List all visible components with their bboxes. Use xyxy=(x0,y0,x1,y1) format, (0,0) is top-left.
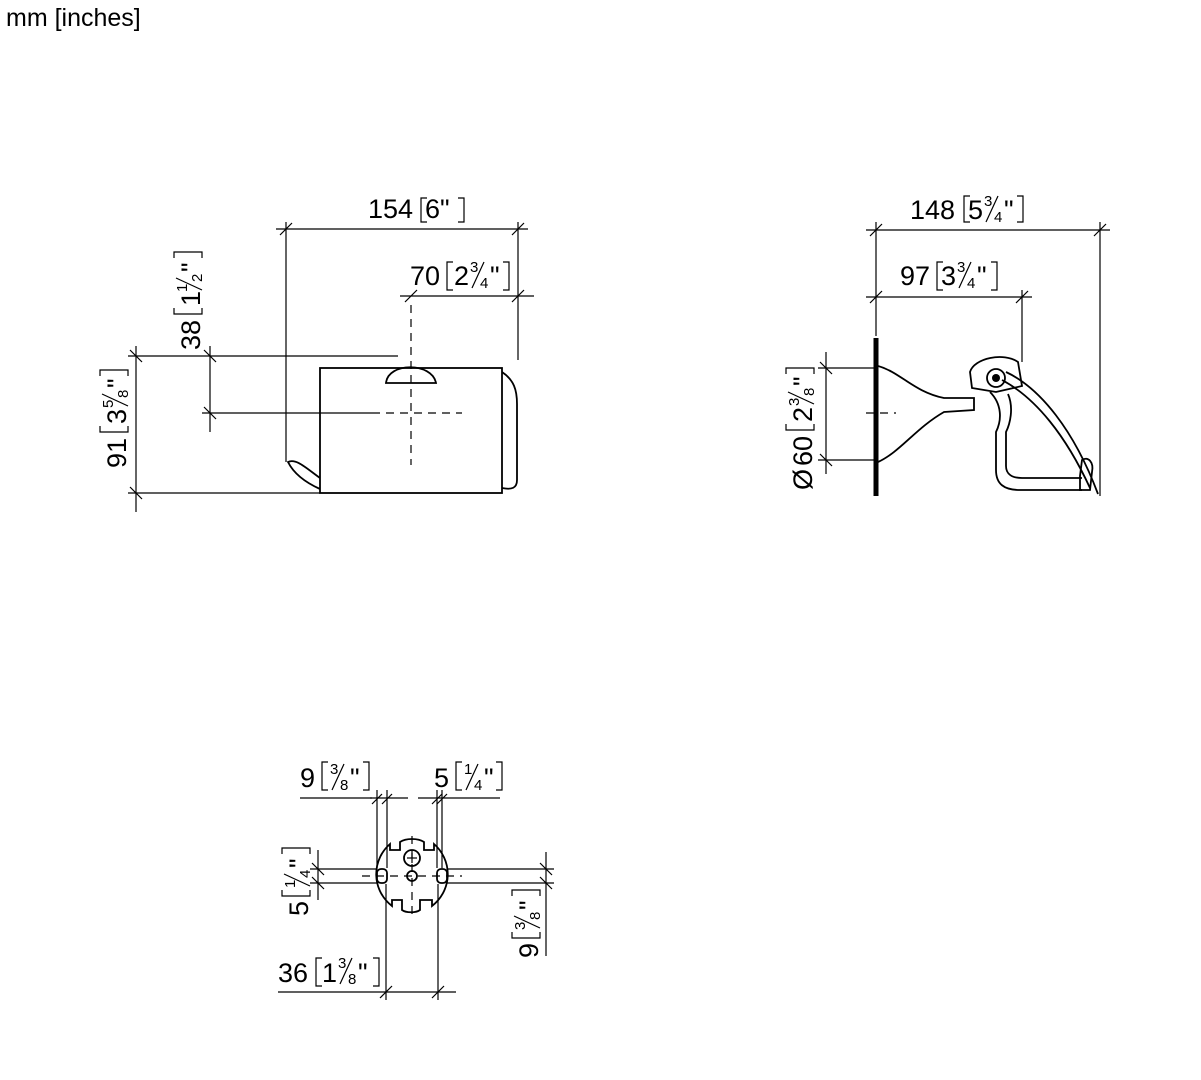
axis-mm: 38 xyxy=(176,320,206,350)
svg-text:1: 1 xyxy=(322,958,337,988)
svg-text:1: 1 xyxy=(174,284,191,292)
slot-mm: 9 xyxy=(300,763,315,793)
svg-text:4: 4 xyxy=(994,209,1002,226)
svg-text:8: 8 xyxy=(115,390,132,398)
svg-text:5: 5 xyxy=(968,195,983,225)
svg-text:3: 3 xyxy=(102,409,132,424)
units-label: mm [inches] xyxy=(6,4,141,32)
svg-text:": " xyxy=(1004,195,1014,225)
gap-mm: 5 xyxy=(434,763,449,793)
flap-outer xyxy=(1005,371,1099,495)
height-label: 91 3 5 8 " xyxy=(99,369,132,468)
spacing-mm: 36 xyxy=(278,958,308,988)
pivot-dot xyxy=(992,374,1000,382)
svg-text:3: 3 xyxy=(941,261,956,291)
svg-text:3: 3 xyxy=(984,193,992,210)
right-label: 9 3 8 " xyxy=(511,889,544,958)
left-mm: 5 xyxy=(284,901,314,916)
depth-mm: 148 xyxy=(910,195,955,225)
svg-text:2: 2 xyxy=(189,274,206,282)
svg-text:4: 4 xyxy=(474,777,482,794)
svg-text:": " xyxy=(977,261,987,291)
svg-text:1: 1 xyxy=(176,291,206,306)
svg-text:8: 8 xyxy=(348,971,356,988)
offset-mm: 70 xyxy=(410,261,440,291)
svg-text:5: 5 xyxy=(100,400,117,408)
diameter-mm: 60 xyxy=(788,436,818,466)
svg-text:3: 3 xyxy=(957,259,965,276)
height-mm: 91 xyxy=(102,438,132,468)
holder-arm-tip xyxy=(1079,457,1094,491)
svg-text:4: 4 xyxy=(967,275,975,292)
mounting-plate xyxy=(375,838,449,914)
svg-text:": " xyxy=(514,900,544,910)
svg-text:3: 3 xyxy=(470,259,478,276)
left-label: 5 1 4 " xyxy=(281,847,314,916)
svg-text:8: 8 xyxy=(801,388,818,396)
holder-hook-left xyxy=(286,460,321,490)
svg-text:3: 3 xyxy=(512,922,529,930)
holder-arm-inner xyxy=(1005,393,1082,479)
width-in: 6" xyxy=(425,194,450,224)
svg-text:4: 4 xyxy=(297,870,314,878)
width-mm: 154 xyxy=(368,194,413,224)
svg-text:3: 3 xyxy=(786,398,803,406)
holder-head xyxy=(969,356,1024,393)
svg-text:2: 2 xyxy=(788,407,818,422)
svg-text:3: 3 xyxy=(330,761,338,778)
svg-text:1: 1 xyxy=(464,761,472,778)
mount-view: 9 3 8 " 5 1 4 " 5 1 4 " xyxy=(278,761,554,1000)
svg-text:1: 1 xyxy=(282,880,299,888)
svg-text:4: 4 xyxy=(480,275,488,292)
front-view: 154 6" 70 2 3 4 " 91 3 5 8 " xyxy=(99,194,534,512)
axis-label: 38 1 1 2 " xyxy=(173,251,206,350)
svg-text:": " xyxy=(102,378,132,388)
svg-text:8: 8 xyxy=(527,912,544,920)
cover-knob xyxy=(385,366,438,384)
svg-text:": " xyxy=(490,261,500,291)
diameter-symbol: Ø xyxy=(788,469,818,490)
svg-text:8: 8 xyxy=(340,777,348,794)
svg-text:": " xyxy=(176,262,206,272)
svg-text:": " xyxy=(358,958,368,988)
projection-mm: 97 xyxy=(900,261,930,291)
holder-arm-outer xyxy=(989,391,1082,491)
right-mm: 9 xyxy=(514,943,544,958)
svg-text:": " xyxy=(284,858,314,868)
diameter-label: Ø 60 2 3 8 " xyxy=(785,367,818,490)
holder-arm-right xyxy=(501,371,518,490)
svg-text:": " xyxy=(350,763,360,793)
svg-text:": " xyxy=(788,376,818,386)
flap-inner xyxy=(1001,379,1091,489)
rosette-body xyxy=(877,365,975,463)
svg-text:2: 2 xyxy=(454,261,469,291)
roll-cover xyxy=(319,367,503,494)
svg-text:": " xyxy=(484,763,494,793)
pivot-circle xyxy=(986,368,1006,388)
side-view: 148 5 3 4 " 97 3 3 4 " Ø 60 2 3 xyxy=(785,193,1110,496)
svg-text:3: 3 xyxy=(338,955,346,972)
